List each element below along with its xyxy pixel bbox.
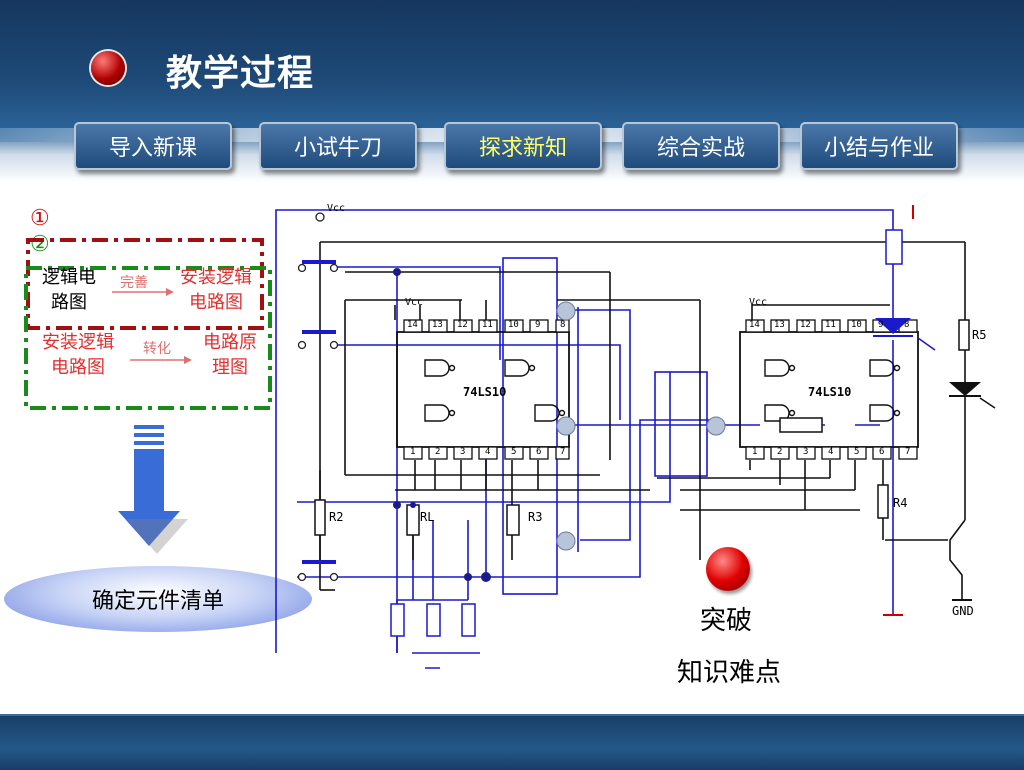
pin-label: 6	[879, 447, 885, 457]
pin-label: 9	[878, 320, 884, 330]
install-logic-label-top: 安装逻辑 电路图	[170, 265, 262, 315]
chip-right-label: 74LS10	[808, 385, 852, 399]
component-list-ellipse: 确定元件清单	[4, 566, 312, 632]
pin-label: 13	[432, 320, 443, 330]
gnd-label: GND	[952, 604, 974, 618]
logic-circuit-line2: 路图	[51, 292, 87, 313]
pin-label: 7	[560, 447, 566, 457]
step-one-marker: ①	[30, 206, 50, 231]
pin-label: 8	[904, 320, 910, 330]
pin-label: 9	[535, 320, 541, 330]
chip-left-label: 74LS10	[463, 385, 507, 399]
pin-label: 4	[828, 447, 834, 457]
pin-label: 12	[457, 320, 468, 330]
pin-label: 3	[803, 447, 809, 457]
pin-label: 12	[800, 320, 811, 330]
pin-label: 14	[749, 320, 760, 330]
r5-label: R5	[972, 328, 987, 342]
pin-label: 10	[508, 320, 519, 330]
pin-label: 4	[485, 447, 491, 457]
principle-diagram-label: 电路原 理图	[196, 330, 264, 380]
title-bullet-icon	[91, 51, 125, 85]
install-logic-line1: 安装逻辑	[42, 332, 114, 353]
pin-label: 1	[410, 447, 416, 457]
pin-label: 13	[774, 320, 785, 330]
footer-bar	[0, 714, 1024, 770]
difficulty-label: 知识难点	[677, 658, 782, 688]
pin-label: 7	[905, 447, 911, 457]
principle-line1: 电路原	[203, 332, 257, 353]
pin-label: 2	[777, 447, 783, 457]
rl-label: RL	[420, 510, 435, 524]
nav-practice-button[interactable]: 小试牛刀	[259, 122, 417, 170]
r3-label: R3	[528, 510, 543, 524]
install-logic-top-line2: 电路图	[189, 292, 243, 313]
logic-circuit-line1: 逻辑电	[42, 267, 96, 288]
nav-summary-button[interactable]: 小结与作业	[800, 122, 958, 170]
arrow-label-convert: 转化	[143, 341, 171, 357]
pin-label: 6	[536, 447, 542, 457]
arrow-label-perfect: 完善	[120, 275, 148, 291]
pin-label: 8	[560, 320, 566, 330]
nav-intro-button[interactable]: 导入新课	[74, 122, 232, 170]
vcc-top-label: Vcc	[327, 203, 346, 214]
component-list-label: 确定元件清单	[91, 589, 224, 614]
pin-label: 5	[511, 447, 517, 457]
pin-label: 10	[851, 320, 862, 330]
pin-label: 11	[825, 320, 836, 330]
nav-explore-button[interactable]: 探求新知	[444, 122, 602, 170]
install-logic-top-line1: 安装逻辑	[180, 267, 252, 288]
logic-circuit-label: 逻辑电 路图	[34, 265, 104, 315]
pin-label: 1	[752, 447, 758, 457]
principle-line2: 理图	[212, 357, 248, 378]
page-title: 教学过程	[166, 53, 315, 94]
vcc-left-label: Vcc	[405, 297, 424, 308]
r4-label: R4	[893, 496, 908, 510]
pin-label: 2	[435, 447, 441, 457]
vcc-right-label: Vcc	[749, 297, 768, 308]
breakthrough-label: 突破	[700, 606, 753, 636]
install-logic-label: 安装逻辑 电路图	[30, 330, 126, 380]
breakthrough-button[interactable]	[706, 547, 750, 591]
pin-label: 3	[460, 447, 466, 457]
nav-combat-button[interactable]: 综合实战	[622, 122, 780, 170]
pin-label: 11	[482, 320, 493, 330]
pin-label: 5	[854, 447, 860, 457]
r2-label: R2	[329, 510, 344, 524]
pin-label: 14	[407, 320, 418, 330]
install-logic-line2: 电路图	[51, 357, 105, 378]
